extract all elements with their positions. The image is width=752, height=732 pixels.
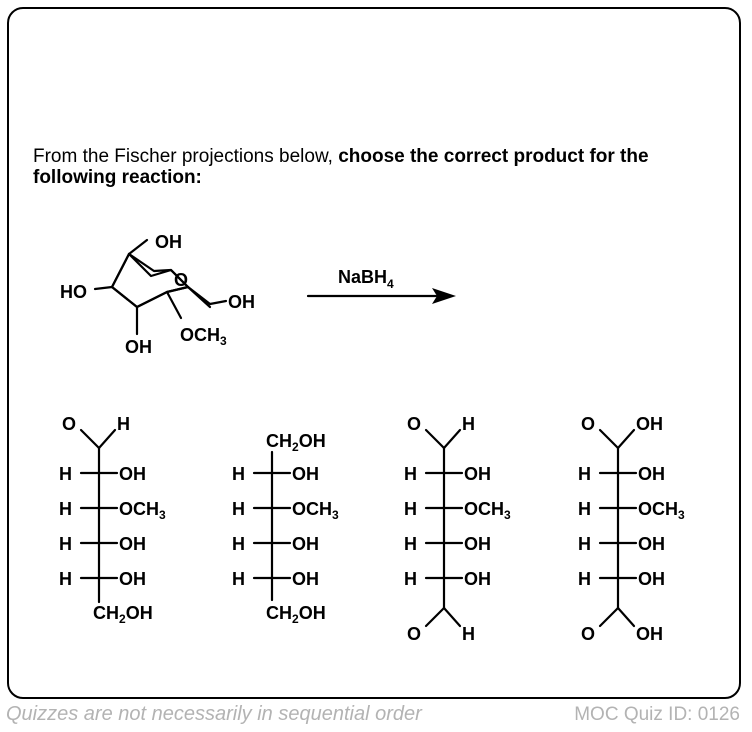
label-oh: OH (638, 534, 665, 554)
reagent-nabh: NaBH (338, 267, 387, 287)
label-ch: CH (266, 603, 292, 623)
label-oh: OH (636, 414, 663, 434)
choice-b[interactable]: CH2OH H OH H OCH3 H OH H OH CH2OH (232, 431, 339, 626)
label-h: H (578, 464, 591, 484)
label-oh: OH (292, 569, 319, 589)
choice-c[interactable]: O H H OH H OCH3 H OH H OH O H (404, 414, 511, 644)
reaction-arrow: NaBH4 (306, 267, 456, 304)
label-o: O (62, 414, 76, 434)
label-h: H (232, 499, 245, 519)
label-sub3: 3 (332, 508, 339, 522)
quiz-id: MOC Quiz ID: 0126 (574, 704, 740, 725)
starting-material: OH O HO OH OH OCH3 (60, 232, 255, 357)
label-h: H (59, 464, 72, 484)
question-emphasis: choose the correct product for the follo… (33, 146, 649, 188)
reagent-sub: 4 (387, 277, 394, 291)
label-och3: OCH3 (292, 499, 339, 522)
label-h: H (404, 499, 417, 519)
label-h: H (404, 569, 417, 589)
label-oh: OH (464, 534, 491, 554)
label-h: H (232, 464, 245, 484)
label-sub2: 2 (119, 612, 126, 626)
label-oh: OH (119, 464, 146, 484)
label-oh-tail: OH (299, 431, 326, 451)
label-och: OCH (464, 499, 504, 519)
label-h: H (462, 624, 475, 644)
label-och: OCH (292, 499, 332, 519)
label-oh: OH (464, 464, 491, 484)
label-oh: OH (119, 569, 146, 589)
label-oh: OH (228, 292, 255, 312)
label-h: H (59, 499, 72, 519)
footer-note: Quizzes are not necessarily in sequentia… (6, 703, 422, 725)
label-oh: OH (638, 569, 665, 589)
label-och3: OCH3 (464, 499, 511, 522)
label-oh: OH (155, 232, 182, 252)
label-h: H (462, 414, 475, 434)
label-och3: OCH3 (119, 499, 166, 522)
label-h: H (578, 534, 591, 554)
label-sub3: 3 (159, 508, 166, 522)
label-oh-tail: OH (126, 603, 153, 623)
label-h: H (232, 569, 245, 589)
label-h: H (232, 534, 245, 554)
label-ring-o: O (174, 270, 188, 290)
reagent-label: NaBH4 (338, 267, 394, 291)
label-oh: OH (464, 569, 491, 589)
label-h: H (59, 569, 72, 589)
label-sub3: 3 (220, 334, 227, 348)
label-ho: HO (60, 282, 87, 302)
label-o: O (407, 624, 421, 644)
label-och: OCH (180, 325, 220, 345)
label-ch2oh: CH2OH (266, 603, 326, 626)
label-och3: OCH3 (180, 325, 227, 348)
label-sub3: 3 (678, 508, 685, 522)
question-text: From the Fischer projections below, choo… (33, 146, 723, 188)
label-ch: CH (93, 603, 119, 623)
label-och3: OCH3 (638, 499, 685, 522)
label-h: H (578, 499, 591, 519)
label-oh: OH (292, 534, 319, 554)
label-oh: OH (125, 337, 152, 357)
label-och: OCH (119, 499, 159, 519)
choice-a[interactable]: O H H OH H OCH3 H OH H OH CH2OH (59, 414, 166, 626)
label-sub2: 2 (292, 612, 299, 626)
label-oh: OH (638, 464, 665, 484)
label-ch2oh: CH2OH (266, 431, 326, 454)
label-oh-tail: OH (299, 603, 326, 623)
label-ch2oh: CH2OH (93, 603, 153, 626)
label-h: H (117, 414, 130, 434)
label-sub2: 2 (292, 440, 299, 454)
label-oh: OH (636, 624, 663, 644)
label-h: H (578, 569, 591, 589)
label-h: H (404, 534, 417, 554)
label-sub3: 3 (504, 508, 511, 522)
label-o: O (581, 414, 595, 434)
label-ch: CH (266, 431, 292, 451)
label-h: H (59, 534, 72, 554)
label-oh: OH (292, 464, 319, 484)
choice-d[interactable]: O OH H OH H OCH3 H OH H OH O OH (578, 414, 685, 644)
label-och: OCH (638, 499, 678, 519)
question-intro: From the Fischer projections below, (33, 146, 339, 167)
label-h: H (404, 464, 417, 484)
label-o: O (407, 414, 421, 434)
label-oh: OH (119, 534, 146, 554)
label-o: O (581, 624, 595, 644)
